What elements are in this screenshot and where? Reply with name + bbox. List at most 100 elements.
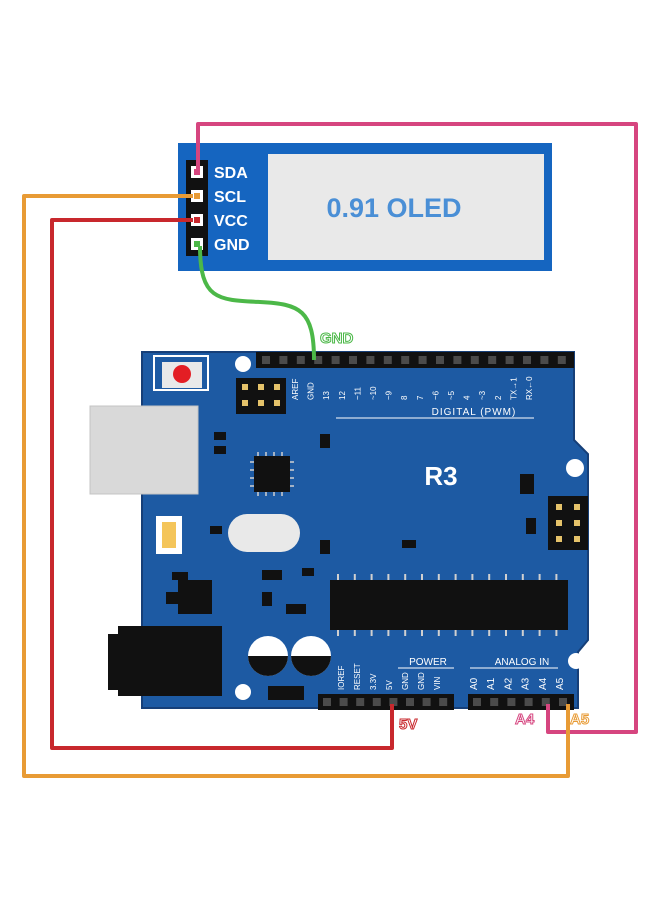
header-hole — [339, 698, 348, 706]
usb-connector — [90, 406, 198, 494]
oled-module: 0.91 OLED SDA SCL VCC GND — [178, 143, 552, 271]
power-pin-label: RESET — [353, 663, 362, 690]
digital-pin-label: ~5 — [447, 390, 456, 400]
header-hole — [557, 356, 566, 364]
wire-scl — [22, 194, 570, 778]
wire-vcc — [50, 218, 394, 750]
power-pin-label: GND — [417, 672, 426, 690]
header-hole — [314, 356, 323, 364]
header-hole — [323, 698, 331, 706]
wire-sda — [196, 122, 638, 734]
oled-header — [186, 160, 208, 256]
header-hole — [439, 698, 448, 706]
analog-pin-label: A0 — [469, 677, 480, 690]
oled-pin-label-gnd: GND — [214, 237, 250, 254]
wire-label-gnd: GND — [320, 330, 354, 347]
header-hole — [279, 356, 288, 364]
oled-pin-vcc — [191, 214, 203, 226]
wire-gnd — [198, 245, 316, 361]
wire-label-a5: A5 — [570, 711, 589, 728]
header-hole — [505, 356, 514, 364]
arduino-board: R3 AREFGND1312~11~10~987~6~54~32TX→1RX←0… — [89, 351, 589, 710]
digital-pin-label: TX→1 — [509, 377, 518, 400]
power-pin-label: GND — [401, 672, 410, 690]
capacitor-right — [291, 636, 331, 676]
header-hole — [366, 356, 375, 364]
oled-title: 0.91 OLED — [326, 193, 461, 223]
usb-chip — [250, 452, 294, 496]
analog-header — [468, 694, 574, 710]
digital-pin-label: GND — [307, 382, 316, 400]
oled-pin-label-scl: SCL — [214, 189, 246, 206]
digital-pin-label: 13 — [322, 391, 331, 400]
analog-pin-label: A2 — [503, 677, 514, 690]
header-hole — [488, 356, 497, 364]
header-hole — [524, 698, 533, 706]
digital-label: DIGITAL (PWM) — [432, 407, 517, 418]
reset-button — [153, 355, 209, 391]
analog-pin-label: A3 — [521, 677, 532, 690]
header-hole — [389, 698, 398, 706]
board-model-label: R3 — [424, 461, 457, 491]
header-hole — [540, 356, 549, 364]
oled-screen — [268, 154, 544, 260]
smd-components — [210, 432, 536, 700]
dc-jack — [108, 626, 222, 696]
digital-pin-label: 4 — [463, 395, 472, 400]
digital-pin-label: 7 — [416, 395, 425, 400]
power-pin-label: 5V — [385, 680, 394, 690]
header-hole — [372, 698, 381, 706]
header-hole — [541, 698, 550, 706]
header-hole — [296, 356, 305, 364]
wires — [22, 122, 638, 778]
digital-pin-label: 12 — [338, 391, 347, 400]
header-hole — [490, 698, 499, 706]
header-hole — [453, 356, 462, 364]
digital-pin-label: ~3 — [478, 390, 487, 400]
header-hole — [473, 698, 481, 706]
header-hole — [383, 356, 392, 364]
atmega-chip — [330, 574, 568, 636]
digital-pin-label: 2 — [494, 395, 503, 400]
icsp-header-2 — [548, 496, 588, 550]
oled-pin-scl — [191, 190, 203, 202]
oled-pin-label-sda: SDA — [214, 165, 248, 182]
capacitor-left — [248, 636, 288, 676]
mounting-hole — [235, 684, 251, 700]
header-hole — [262, 356, 270, 364]
header-hole — [406, 698, 414, 706]
header-hole — [401, 356, 410, 364]
header-hole — [422, 698, 431, 706]
smd-block — [156, 516, 182, 554]
analog-pin-label: A4 — [538, 677, 549, 690]
header-hole — [523, 356, 531, 364]
analog-pin-label: A5 — [555, 677, 566, 690]
digital-pin-label: ~10 — [369, 386, 378, 400]
oled-pin-label-vcc: VCC — [214, 213, 248, 230]
mounting-hole — [566, 459, 584, 477]
header-hole — [470, 356, 479, 364]
power-header — [318, 694, 454, 710]
analog-label: ANALOG IN — [495, 657, 549, 668]
power-pin-label: IOREF — [337, 665, 346, 690]
digital-pin-label: 8 — [400, 395, 409, 400]
power-pin-label: 3.3V — [369, 673, 378, 690]
wire-label-a4: A4 — [515, 711, 535, 728]
digital-pin-label: ~11 — [353, 386, 362, 400]
header-hole — [436, 356, 444, 364]
voltage-regulator — [166, 572, 212, 614]
header-hole — [507, 698, 516, 706]
mounting-hole — [235, 356, 251, 372]
crystal-oscillator — [228, 514, 300, 552]
digital-pin-label: AREF — [291, 379, 300, 400]
header-hole — [559, 698, 567, 706]
header-hole — [331, 356, 340, 364]
digital-pin-label: ~6 — [431, 390, 440, 400]
header-hole — [418, 356, 427, 364]
digital-pin-label: ~9 — [385, 390, 394, 400]
header-hole — [356, 698, 365, 706]
icsp-header-1 — [236, 378, 286, 414]
power-label: POWER — [409, 657, 447, 668]
